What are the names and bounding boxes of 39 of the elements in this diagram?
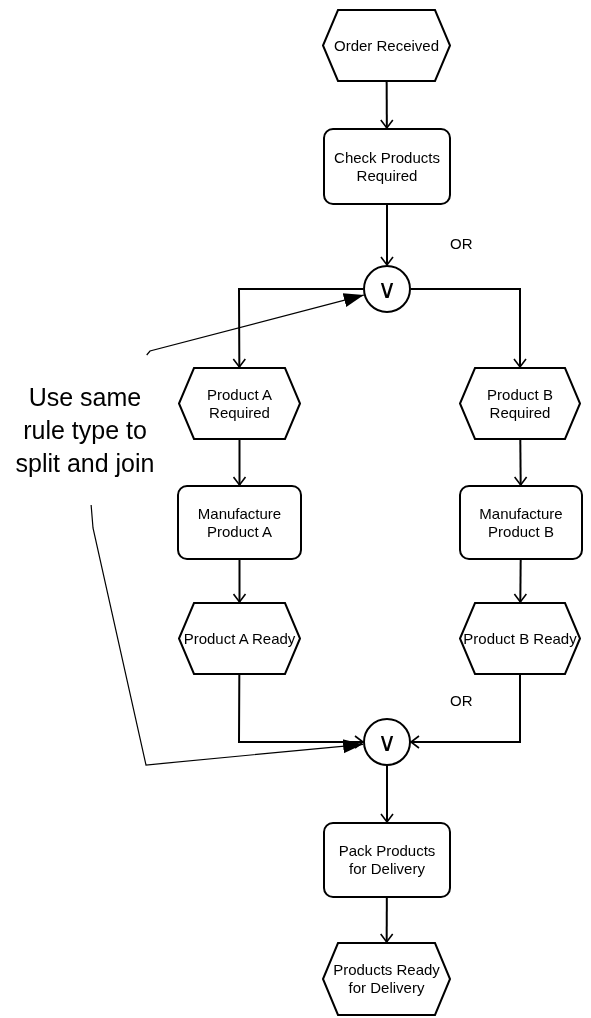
node-label: Product B Ready <box>462 629 578 648</box>
function-box <box>323 822 451 898</box>
arrow <box>513 559 528 603</box>
function-box <box>177 485 302 560</box>
event-hexagon <box>322 942 451 1016</box>
arrow <box>380 204 394 266</box>
leader-line <box>146 293 365 356</box>
arrow <box>380 81 394 129</box>
or-label: OR <box>450 234 473 254</box>
node-label: Product A Ready <box>182 629 297 648</box>
node-label: Order Received <box>332 36 440 55</box>
node-label: Pack Products for Delivery <box>337 842 437 878</box>
node-label: Manufacture Product A <box>196 504 283 541</box>
node-label: Product B Required <box>486 385 554 422</box>
arrow <box>513 439 528 486</box>
arrow <box>232 559 247 603</box>
node-label: Check Products Required <box>333 148 441 185</box>
event-hexagon <box>459 367 581 440</box>
event-hexagon <box>178 602 301 675</box>
node-label: Manufacture Product B <box>478 504 564 541</box>
or-symbol: ∨ <box>377 729 397 755</box>
event-hexagon <box>322 9 451 82</box>
arrow <box>232 439 247 486</box>
arrow <box>380 765 394 823</box>
function-box <box>459 485 583 560</box>
node-label: Product A Required <box>205 385 273 422</box>
arrow <box>379 897 394 943</box>
arrow <box>410 674 521 749</box>
or-label: OR <box>450 691 473 711</box>
or-symbol: ∨ <box>377 276 397 302</box>
node-label: Products Ready for Delivery <box>332 961 441 997</box>
arrow <box>238 674 364 749</box>
event-hexagon <box>459 602 581 675</box>
arrow <box>410 288 527 368</box>
function-box <box>323 128 451 205</box>
arrow <box>232 288 364 368</box>
leader-line <box>90 504 364 766</box>
note-text: Use same rule type to split and join <box>15 381 155 479</box>
event-hexagon <box>178 367 301 440</box>
